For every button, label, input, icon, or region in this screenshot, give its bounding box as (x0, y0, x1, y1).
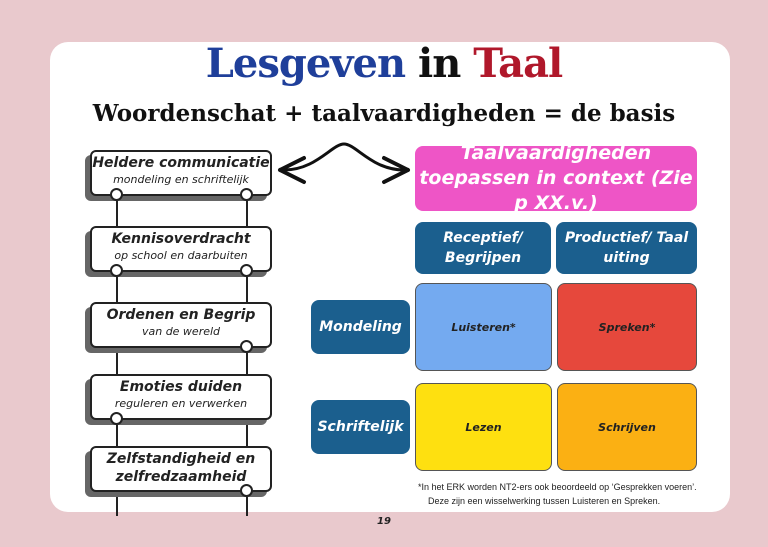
page-number: 19 (377, 516, 391, 527)
schriftelijk-label: Schriftelijk (311, 400, 410, 454)
left-box-title: Zelfstandigheid en (106, 451, 256, 467)
binder-stick (246, 196, 248, 516)
footnote-line-2: Deze zijn een wisselwerking tussen Luist… (428, 496, 661, 506)
title-part-3: Taal (473, 40, 563, 87)
binder-ring (110, 188, 123, 201)
footnote-line-1: *In het ERK worden NT2-ers ook beoordeel… (418, 482, 697, 492)
footnote: *In het ERK worden NT2-ers ook beoordeel… (418, 480, 738, 508)
left-box-kennisoverdracht: Kennisoverdracht op school en daarbuiten (90, 226, 272, 272)
left-box-title: Ordenen en Begrip (106, 307, 256, 323)
left-box-title: Kennisoverdracht (111, 231, 251, 247)
left-box-subtitle: mondeling en schriftelijk (113, 173, 249, 186)
mondeling-label: Mondeling (311, 300, 410, 354)
cell-luisteren: Luisteren* (415, 283, 552, 371)
cell-spreken: Spreken* (557, 283, 697, 371)
receptief-header: Receptief/ Begrijpen (415, 222, 551, 274)
binder-ring (240, 484, 253, 497)
left-box-title: Heldere communicatie (92, 155, 270, 171)
taalvaardigheden-header: Taalvaardigheden toepassen in context (Z… (415, 142, 697, 214)
binder-ring (110, 264, 123, 277)
cell-lezen: Lezen (415, 383, 552, 471)
left-box-title-2: zelfredzaamheid (115, 469, 247, 485)
left-box-subtitle: op school en daarbuiten (114, 249, 248, 262)
productief-header: Productief/ Taal uiting (556, 222, 697, 274)
page-subtitle: Woordenschat + taalvaardigheden = de bas… (92, 100, 676, 127)
binder-ring (110, 412, 123, 425)
binder-ring (240, 264, 253, 277)
page-title: Lesgeven in Taal (0, 40, 768, 88)
binder-ring (240, 340, 253, 353)
left-box-subtitle: van de wereld (141, 325, 221, 338)
title-part-2: in (418, 40, 461, 87)
double-arrow-icon (278, 142, 410, 184)
cell-schrijven: Schrijven (557, 383, 697, 471)
binder-stick (116, 196, 118, 516)
left-box-subtitle: reguleren en verwerken (114, 397, 248, 410)
binder-ring (240, 188, 253, 201)
title-part-1: Lesgeven (205, 40, 406, 87)
left-box-title: Emoties duiden (119, 379, 243, 395)
